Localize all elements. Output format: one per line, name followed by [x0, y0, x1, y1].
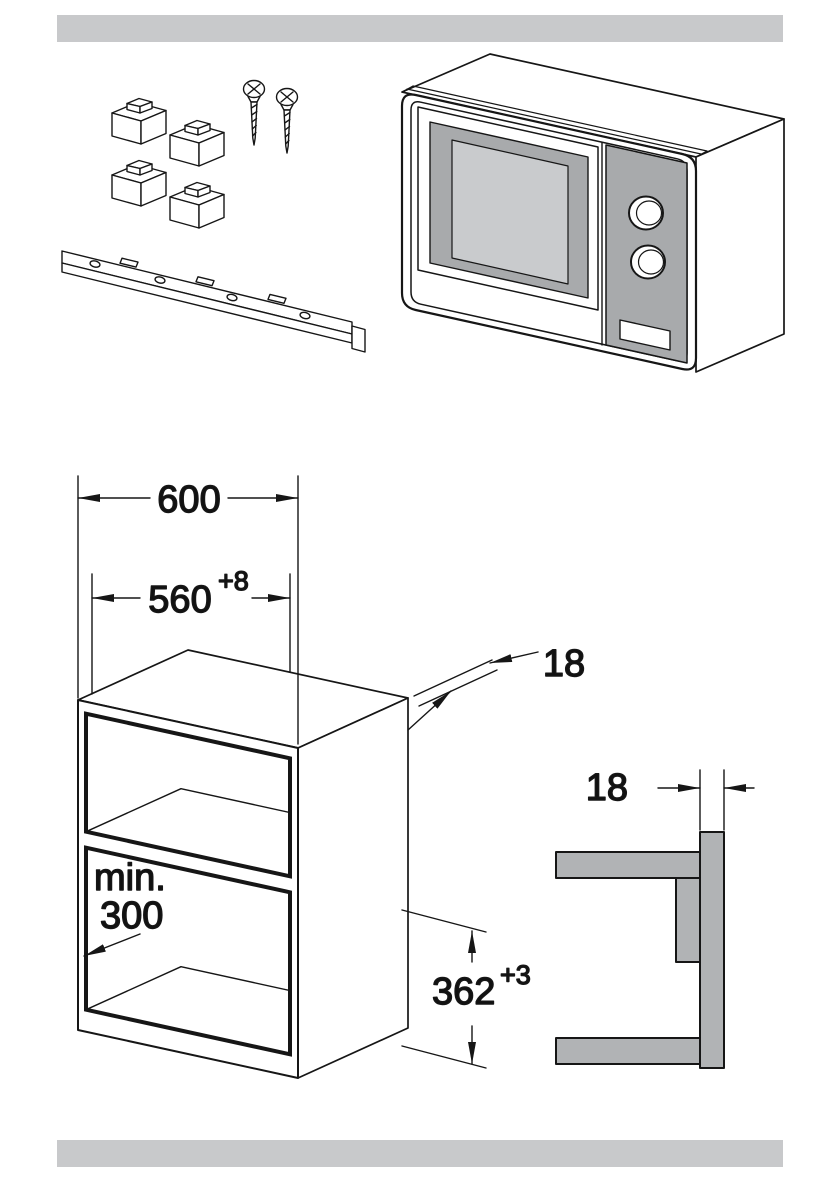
- spacer-block-icon: [169, 181, 225, 229]
- microwave-side-face: [695, 118, 785, 373]
- spacer-block-icon: [111, 97, 167, 145]
- dim-thickness-18-side: 18: [585, 766, 755, 831]
- upper-compartment-interior: [86, 788, 290, 834]
- footer-bar: [57, 1140, 783, 1167]
- dimension-arrow: [83, 933, 141, 957]
- extension-line: [413, 659, 493, 697]
- support-panel: [675, 877, 701, 963]
- extension-line: [401, 1045, 487, 1069]
- dim-600-label: 600: [157, 479, 220, 521]
- header-bar: [57, 15, 783, 42]
- dim-362-label: 362: [432, 971, 495, 1013]
- upper-compartment-opening: [84, 711, 292, 879]
- dim-300-label: 300: [100, 895, 163, 937]
- dim-18-top-label: 18: [543, 643, 585, 685]
- included-parts-group: [61, 79, 366, 353]
- knob-ring: [637, 249, 665, 275]
- screw-icon: [242, 79, 266, 146]
- cabinet-right-face: [297, 697, 409, 1079]
- microwave-knob-lower: [630, 244, 666, 280]
- side-section-drawing: 18: [555, 766, 755, 1069]
- dimension-arrow: [489, 651, 539, 664]
- dim-560-label: 560: [148, 579, 211, 621]
- spacer-block-icon: [169, 119, 225, 167]
- dim-560-tolerance: +8: [218, 566, 249, 596]
- microwave-display: [619, 319, 671, 351]
- frame-trim-line: [412, 85, 708, 152]
- dim-width-560: 560 +8: [91, 565, 291, 695]
- min-label: min.: [94, 857, 166, 899]
- dim-18-side-label: 18: [586, 767, 628, 809]
- dim-height-362: 362 +3: [401, 909, 531, 1069]
- dim-width-600: 600: [77, 475, 299, 745]
- microwave-knob-upper: [628, 195, 664, 231]
- dim-depth-min-300: min. 300: [83, 856, 166, 957]
- microwave-isometric-drawing: [400, 53, 785, 373]
- extension-line: [401, 909, 487, 933]
- bottom-panel: [555, 1037, 701, 1065]
- microwave-display-screen: [451, 139, 569, 285]
- frame-trim-line: [406, 88, 702, 155]
- extension-line: [418, 669, 498, 707]
- top-panel: [555, 851, 701, 879]
- niche-dimension-drawing: 600 560 +8 18 min. 300: [77, 475, 586, 1079]
- frame-trim-edge: [695, 150, 708, 158]
- knob-ring: [635, 200, 663, 226]
- frame-trim-edge: [401, 85, 414, 93]
- screw-icon: [275, 87, 299, 154]
- wall-panel: [699, 831, 725, 1069]
- mounting-rail-icon: [61, 250, 366, 353]
- dimension-arrow: [407, 690, 452, 731]
- niche-interior: [86, 966, 290, 1012]
- spacer-block-icon: [111, 159, 167, 207]
- dim-thickness-18-top: 18: [407, 642, 586, 731]
- dim-362-tolerance: +3: [500, 960, 531, 990]
